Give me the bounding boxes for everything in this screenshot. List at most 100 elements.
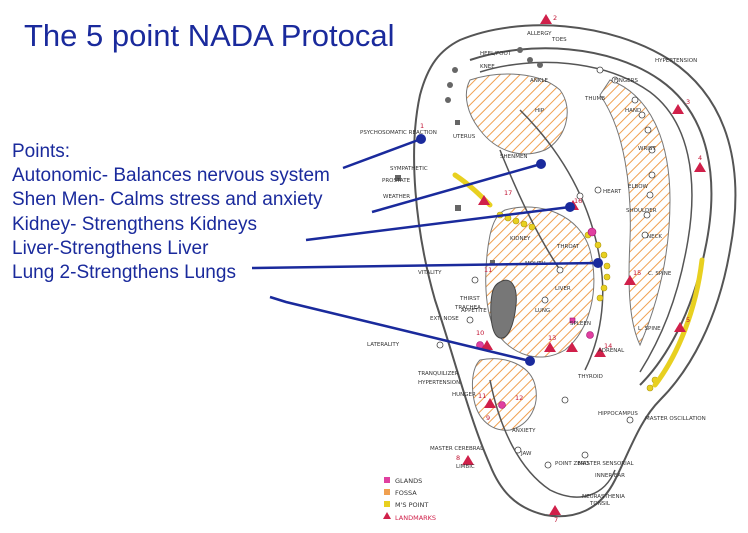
point-liver: Liver-Strengthens Liver <box>12 237 209 259</box>
svg-text:SPLEEN: SPLEEN <box>570 321 591 327</box>
leader-lines <box>251 137 599 363</box>
fossa-lower-region <box>471 358 537 431</box>
svg-text:10: 10 <box>476 329 484 337</box>
point-shen-men: Shen Men- Calms stress and anxiety <box>12 189 323 211</box>
antihelix-ridge-2 <box>499 149 561 271</box>
svg-text:HEEL/FOOT: HEEL/FOOT <box>480 51 512 57</box>
svg-text:14: 14 <box>604 342 612 350</box>
svg-text:TRACHEA: TRACHEA <box>454 305 481 311</box>
leader-line-liver <box>251 261 599 270</box>
helix-inner-rim-2 <box>479 61 693 373</box>
svg-text:THYROID: THYROID <box>577 374 603 380</box>
svg-text:MASTER OSCILLATION: MASTER OSCILLATION <box>645 416 706 422</box>
svg-text:POINT ZERO: POINT ZERO <box>555 461 590 467</box>
svg-text:HYPERTENSION: HYPERTENSION <box>655 58 697 64</box>
svg-text:TONSIL: TONSIL <box>589 501 611 507</box>
svg-text:WEATHER: WEATHER <box>383 194 410 200</box>
svg-text:15: 15 <box>633 269 641 277</box>
antihelix-ridge <box>519 109 604 371</box>
svg-text:ANKLE: ANKLE <box>530 78 549 84</box>
svg-text:9: 9 <box>486 414 490 422</box>
svg-text:UTERUS: UTERUS <box>453 134 476 140</box>
svg-text:HIPPOCAMPUS: HIPPOCAMPUS <box>598 411 638 417</box>
svg-text:1: 1 <box>420 122 424 130</box>
svg-text:11: 11 <box>484 266 492 274</box>
svg-text:HYPERTENSION: HYPERTENSION <box>418 380 460 386</box>
svg-text:TRANQUILIZER: TRANQUILIZER <box>417 371 459 377</box>
svg-text:13: 13 <box>548 334 556 342</box>
leader-line-autonomic <box>342 137 422 170</box>
point-lung: Lung 2-Strengthens Lungs <box>12 262 236 284</box>
ms-point-band-2 <box>652 257 705 388</box>
point-autonomic: Autonomic- Balances nervous system <box>12 165 330 187</box>
svg-text:4: 4 <box>698 154 702 162</box>
svg-text:HIP: HIP <box>535 108 545 114</box>
svg-text:APPETITE: APPETITE <box>461 308 487 314</box>
svg-text:THIRST: THIRST <box>459 296 480 302</box>
svg-text:PROSTATE: PROSTATE <box>382 178 411 184</box>
fossa-upper-region <box>465 73 568 155</box>
svg-text:LUNG: LUNG <box>535 308 550 314</box>
svg-text:JAW: JAW <box>520 451 532 457</box>
svg-text:C. SPINE: C. SPINE <box>648 271 672 277</box>
svg-text:PSYCHOSOMATIC REACTION: PSYCHOSOMATIC REACTION <box>360 130 437 136</box>
legend-ms-label: M'S POINT <box>395 501 428 509</box>
svg-text:THROAT: THROAT <box>556 244 580 250</box>
svg-text:MASTER CEREBRAL: MASTER CEREBRAL <box>430 446 484 452</box>
svg-text:ANXIETY: ANXIETY <box>512 428 536 434</box>
svg-text:ADRENAL: ADRENAL <box>598 348 625 354</box>
legend-glands-label: GLANDS <box>395 477 422 485</box>
svg-text:8: 8 <box>456 454 460 462</box>
svg-text:EXT. NOSE: EXT. NOSE <box>430 316 459 322</box>
svg-text:5: 5 <box>686 316 690 324</box>
svg-text:LATERALITY: LATERALITY <box>367 342 400 348</box>
svg-text:12: 12 <box>515 394 523 402</box>
svg-text:VITALITY: VITALITY <box>418 270 442 276</box>
page-title: The 5 point NADA Protocal <box>24 18 395 53</box>
ear-outer-outline <box>413 24 737 518</box>
svg-text:SHENMEN: SHENMEN <box>500 154 528 160</box>
fossa-scapha-region <box>599 79 671 347</box>
ear-canal <box>490 279 517 339</box>
lobe-outline <box>489 379 616 498</box>
legend-fossa-label: FOSSA <box>395 489 417 497</box>
svg-text:INNER EAR: INNER EAR <box>595 473 625 479</box>
ear-point-labels: ALLERGY TOES HEEL/FOOT KNEE ANKLE HIP FI… <box>360 31 706 507</box>
svg-text:HAND: HAND <box>625 108 641 114</box>
svg-text:SHOULDER: SHOULDER <box>626 208 657 214</box>
gland-point-markers <box>476 227 597 409</box>
svg-text:2: 2 <box>553 14 557 22</box>
landmark-numbers: 1 2 3 4 5 16 17 15 13 14 10 11 12 11 9 8… <box>420 14 702 524</box>
leader-line-shen-men <box>371 162 542 214</box>
svg-text:7: 7 <box>554 516 558 524</box>
point-kidney: Kidney- Strengthens Kidneys <box>12 213 258 235</box>
leader-line-lung <box>269 295 531 363</box>
svg-text:17: 17 <box>504 189 512 197</box>
svg-text:TOES: TOES <box>551 37 567 43</box>
legend-landmark-swatch <box>383 512 391 519</box>
legend-glands-swatch <box>384 477 390 483</box>
legend: GLANDS FOSSA M'S POINT LANDMARKS <box>383 477 436 522</box>
landmark-triangles <box>462 14 706 515</box>
svg-text:HEART: HEART <box>603 189 622 195</box>
svg-text:NECK: NECK <box>647 234 662 240</box>
svg-text:HUNGER: HUNGER <box>452 392 476 398</box>
legend-ms-swatch <box>384 501 390 507</box>
leader-line-kidney <box>305 205 571 242</box>
svg-text:ALLERGY: ALLERGY <box>527 31 552 37</box>
svg-text:3: 3 <box>686 98 690 106</box>
points-heading: Points: <box>12 141 71 162</box>
svg-text:L. SPINE: L. SPINE <box>638 326 661 332</box>
svg-text:KIDNEY: KIDNEY <box>510 236 531 242</box>
legend-fossa-swatch <box>384 489 390 495</box>
svg-text:NEURASTHENIA: NEURASTHENIA <box>582 494 625 500</box>
svg-text:SYMPATHETIC: SYMPATHETIC <box>390 166 428 172</box>
grey-point-markers <box>395 47 543 265</box>
svg-text:WRIST: WRIST <box>638 146 656 152</box>
svg-text:MASTER SENSORIAL: MASTER SENSORIAL <box>578 461 635 467</box>
svg-text:ELBOW: ELBOW <box>628 184 649 190</box>
svg-text:LIVER: LIVER <box>555 286 571 292</box>
svg-text:KNEE: KNEE <box>480 64 495 70</box>
legend-landmarks-label: LANDMARKS <box>395 514 436 522</box>
